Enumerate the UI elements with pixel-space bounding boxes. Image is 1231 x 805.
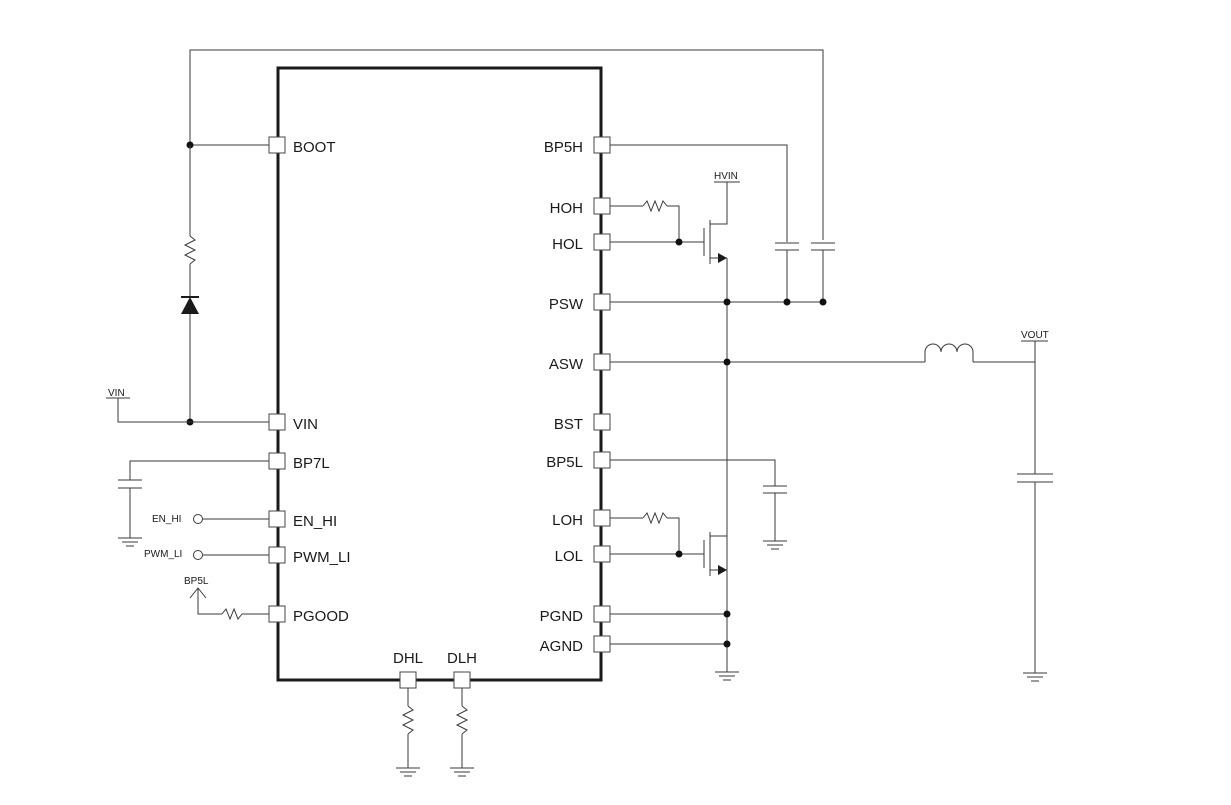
- bootstrap-capacitor-2: [811, 242, 835, 251]
- pin-bp5h: [593, 136, 611, 154]
- pin-label-bp5l: BP5L: [546, 454, 583, 471]
- vin-wire: [117, 398, 269, 423]
- ground-symbol: [395, 767, 421, 777]
- pin-hoh: [593, 197, 611, 215]
- pin-label-hol: HOL: [552, 236, 583, 253]
- pin-label-dhl: DHL: [393, 650, 423, 667]
- pin-label-agnd: AGND: [540, 638, 584, 655]
- pin-label-pwm-li: PWM_LI: [293, 549, 351, 566]
- dlh-resistor: [455, 705, 469, 735]
- pin-bp7l: [268, 452, 286, 470]
- pin-label-hoh: HOH: [550, 200, 583, 217]
- pin-loh: [593, 509, 611, 527]
- loh-resistor: [642, 511, 668, 525]
- ground-symbol: [714, 671, 740, 681]
- bp5l-capacitor: [763, 485, 787, 494]
- bootstrap-capacitor-1: [775, 242, 799, 251]
- bp7l-wire: [129, 460, 269, 480]
- low-side-mosfet: [703, 532, 727, 576]
- pin-label-boot: BOOT: [293, 139, 336, 156]
- pin-pwm-li: [268, 546, 286, 564]
- pin-label-dlh: DLH: [447, 650, 477, 667]
- pin-lol: [593, 545, 611, 563]
- pin-pgood: [268, 605, 286, 623]
- output-capacitor: [1017, 473, 1053, 483]
- hoh-resistor: [642, 199, 668, 213]
- gate-junction-low: [675, 550, 683, 558]
- hvin-net-label: HVIN: [714, 171, 738, 182]
- pin-label-psw: PSW: [549, 296, 584, 313]
- pin-asw: [593, 353, 611, 371]
- vout-net-label: VOUT: [1021, 330, 1049, 341]
- pin-pgnd: [593, 605, 611, 623]
- pin-label-pgnd: PGND: [540, 608, 584, 625]
- boot-diode: [181, 296, 199, 314]
- pin-label-vin: VIN: [293, 416, 318, 433]
- pin-psw: [593, 293, 611, 311]
- pin-label-loh: LOH: [552, 512, 583, 529]
- pin-label-en-hi: EN_HI: [293, 513, 337, 530]
- gate-junction-high: [675, 238, 683, 246]
- pin-label-bst: BST: [554, 416, 583, 433]
- pin-bp5l: [593, 451, 611, 469]
- bp5l-pgood-net-label: BP5L: [184, 576, 209, 587]
- ic-body: [276, 66, 603, 682]
- ground-symbol: [117, 537, 143, 547]
- pin-vin: [268, 413, 286, 431]
- ground-symbol: [449, 767, 475, 777]
- bp7l-capacitor: [118, 479, 142, 489]
- bp5l-wire: [610, 459, 776, 486]
- pin-boot: [268, 136, 286, 154]
- pin-dlh: [453, 671, 471, 689]
- pin-label-bp7l: BP7L: [293, 455, 330, 472]
- pin-dhl: [399, 671, 417, 689]
- pin-label-lol: LOL: [555, 548, 583, 565]
- boot-resistor: [183, 235, 197, 265]
- ground-symbol: [1022, 672, 1048, 682]
- bp5h-wire: [610, 144, 788, 242]
- high-side-mosfet: [703, 182, 728, 264]
- pin-bst: [593, 413, 611, 431]
- boot-loop-wire: [189, 49, 824, 240]
- dhl-resistor: [401, 705, 415, 735]
- ground-symbol: [762, 540, 788, 550]
- pin-label-pgood: PGOOD: [293, 608, 349, 625]
- vin-net-label: VIN: [108, 388, 125, 399]
- pin-hol: [593, 233, 611, 251]
- pwm-li-terminal: [193, 550, 203, 560]
- pwm-li-net-label: PWM_LI: [144, 549, 182, 560]
- pin-label-asw: ASW: [549, 356, 584, 373]
- pgood-resistor: [221, 607, 243, 621]
- output-inductor: [924, 343, 974, 362]
- en-hi-net-label: EN_HI: [152, 514, 181, 525]
- pin-agnd: [593, 635, 611, 653]
- pin-en-hi: [268, 510, 286, 528]
- en-hi-terminal: [193, 514, 203, 524]
- pin-label-bp5h: BP5H: [544, 139, 583, 156]
